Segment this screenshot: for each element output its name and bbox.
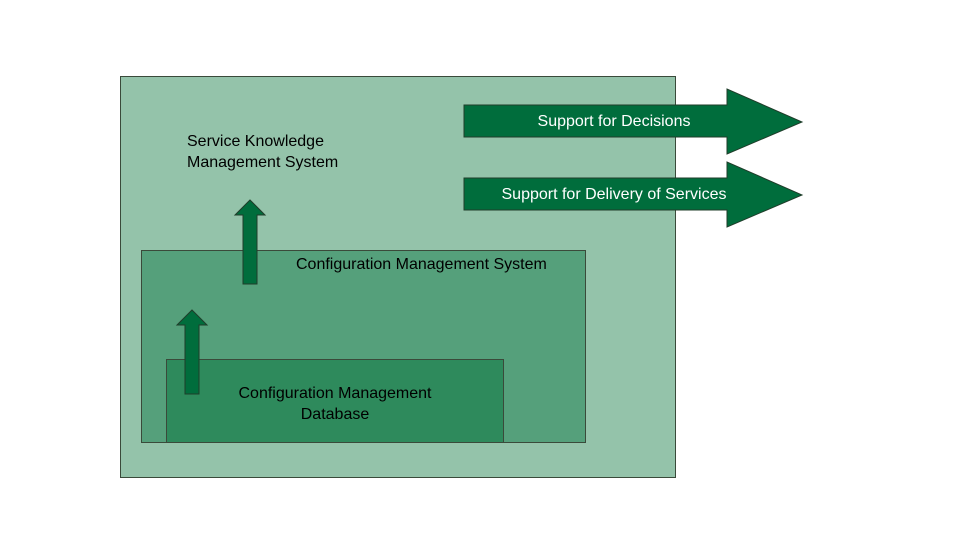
skms-label: Service Knowledge Management System: [187, 131, 338, 173]
cmdb-to-cms-arrow: [175, 309, 209, 395]
cmdb-label: Configuration Management Database: [166, 383, 504, 425]
decisions-arrow: [463, 88, 804, 155]
decisions-label: Support for Decisions: [537, 113, 691, 130]
cms-label: Configuration Management System: [296, 256, 547, 273]
cmdb-label-line2: Database: [300, 406, 370, 423]
cms-to-skms-arrow: [233, 199, 267, 285]
delivery-arrow: [463, 161, 804, 228]
skms-label-line2: Management System: [187, 154, 339, 171]
skms-label-line1: Service Knowledge: [187, 133, 324, 150]
cmdb-box: [166, 359, 504, 443]
cmdb-label-line1: Configuration Management: [238, 385, 432, 402]
delivery-label: Support for Delivery of Services: [501, 186, 727, 203]
